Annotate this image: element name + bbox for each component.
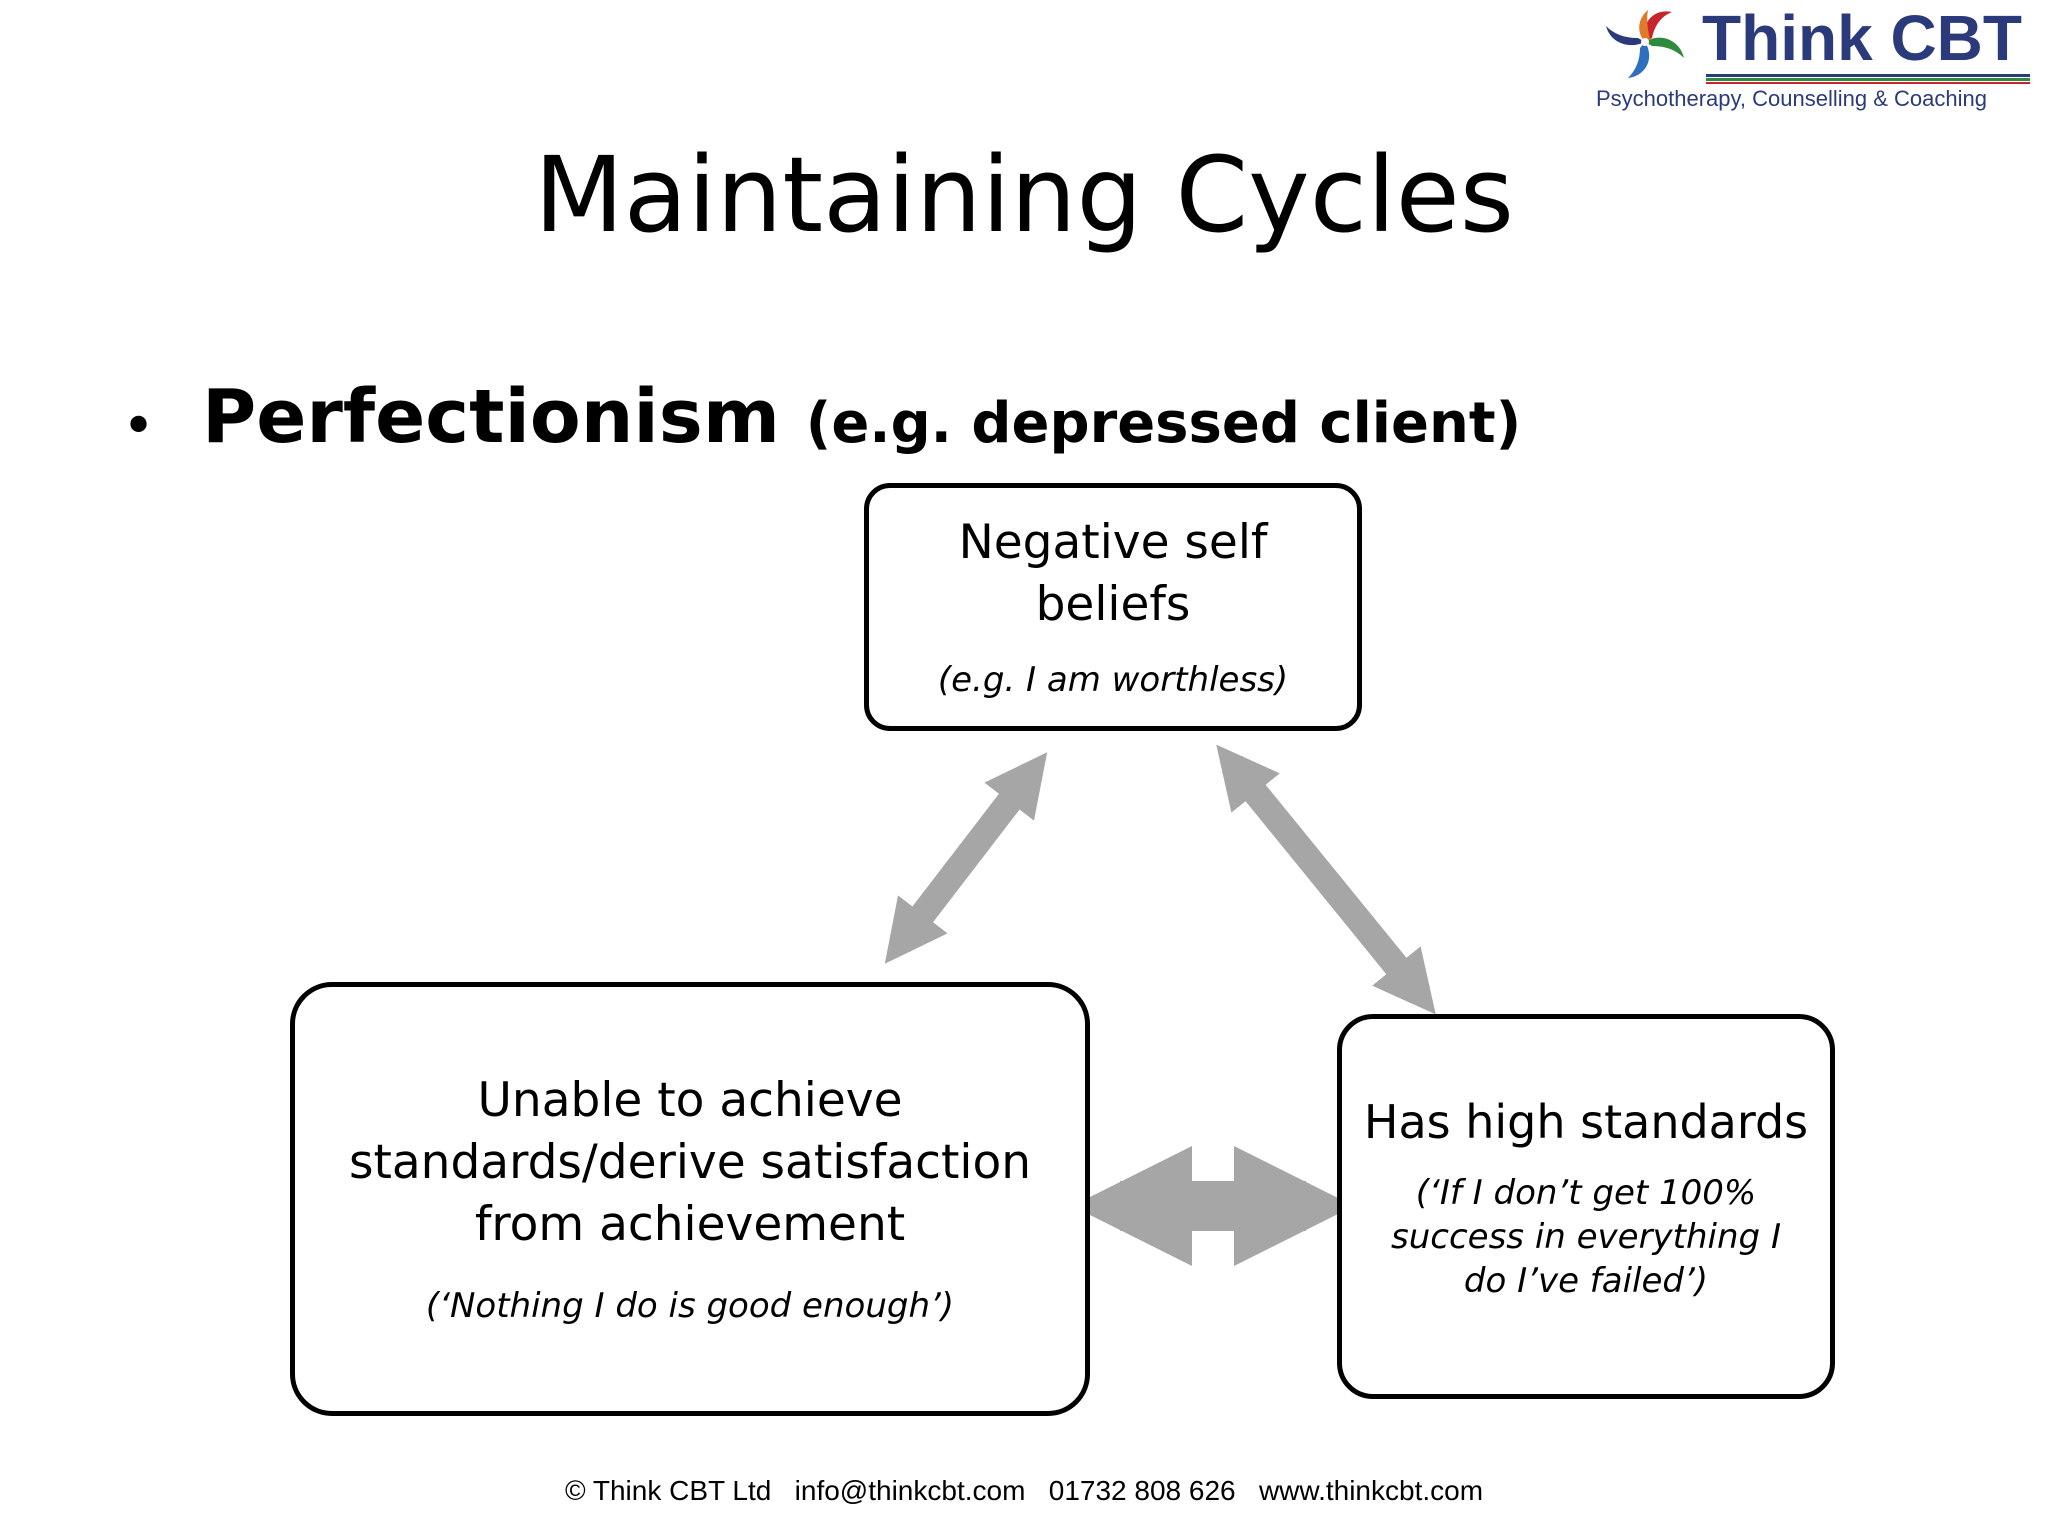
- slide-footer: © Think CBT Ltd info@thinkcbt.com 01732 …: [0, 1475, 2048, 1507]
- logo-tagline: Psychotherapy, Counselling & Coaching: [1596, 86, 1987, 111]
- think-cbt-logo-swirl-icon: [1606, 10, 1684, 78]
- node-example: (‘If I don’t get 100% success in everyth…: [1391, 1172, 1781, 1301]
- footer-email: info@thinkcbt.com: [794, 1475, 1026, 1506]
- footer-phone: 01732 808 626: [1048, 1475, 1236, 1506]
- bullet-marker: •: [122, 394, 156, 459]
- think-cbt-logo: Think CBT Psychotherapy, Counselling & C…: [1590, 0, 2040, 118]
- logo-name: Think CBT: [1702, 2, 2022, 74]
- node-has-high-standards: Has high standards (‘If I don’t get 100%…: [1337, 1014, 1835, 1399]
- arrow-beliefs-to-standards: [1216, 744, 1436, 1015]
- logo-underline: [1706, 74, 2030, 84]
- node-unable-to-achieve: Unable to achieve standards/derive satis…: [290, 982, 1090, 1416]
- node-example: (e.g. I am worthless): [937, 660, 1289, 700]
- bullet-main-text: Perfectionism: [202, 374, 780, 460]
- node-example: (‘Nothing I do is good enough’): [425, 1286, 955, 1326]
- arrow-beliefs-to-unable: [884, 752, 1048, 964]
- slide-title: Maintaining Cycles: [534, 134, 1514, 256]
- node-heading: Unable to achieve standards/derive satis…: [348, 1073, 1032, 1252]
- footer-website: www.thinkcbt.com: [1258, 1475, 1484, 1506]
- bullet-text: Perfectionism (e.g. depressed client): [202, 372, 1521, 469]
- node-heading: Has high standards: [1363, 1094, 1809, 1149]
- bullet-subtext: (e.g. depressed client): [805, 391, 1522, 456]
- footer-copyright: © Think CBT Ltd: [564, 1475, 772, 1506]
- node-negative-self-beliefs: Negative self beliefs (e.g. I am worthle…: [864, 483, 1362, 731]
- node-heading: Negative self beliefs: [958, 515, 1268, 632]
